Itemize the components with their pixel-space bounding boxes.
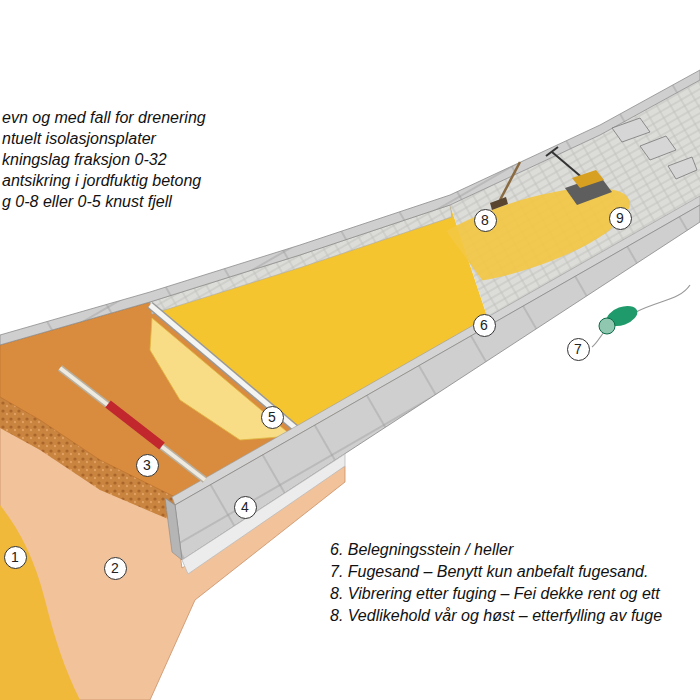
tool-disc xyxy=(599,318,615,334)
callout-number: 9 xyxy=(616,211,624,225)
compactor-grip xyxy=(546,147,558,156)
callout-circle: 9 xyxy=(609,207,632,230)
callout-number: 2 xyxy=(111,561,119,575)
kerb-concrete xyxy=(182,454,345,574)
legend-text: 6. Belegningsstein / heller xyxy=(330,540,513,559)
straightedge-outline xyxy=(60,368,205,480)
callout-circle: 6 xyxy=(473,314,496,337)
callout-circle: 1 xyxy=(4,546,27,569)
callout-number: 3 xyxy=(143,458,151,472)
spirit-level xyxy=(108,404,162,446)
back-kerb xyxy=(0,70,700,345)
callout-circle: 3 xyxy=(136,454,159,477)
callout-number: 6 xyxy=(480,318,488,332)
legend-text: 8. Vibrering etter fuging – Fei dekke re… xyxy=(330,584,660,603)
stone-pallet xyxy=(640,136,676,160)
tool-cord xyxy=(636,285,690,312)
kerb-end xyxy=(165,498,182,560)
paver-row xyxy=(150,205,452,314)
compactor-engine xyxy=(572,170,604,188)
broom-head xyxy=(490,197,508,210)
ground-layer xyxy=(0,505,80,700)
straightedge xyxy=(60,368,205,480)
front-kerb-top xyxy=(172,196,700,505)
callout-circle: 2 xyxy=(104,557,127,580)
tool-cord xyxy=(592,332,604,347)
callout-circle: 7 xyxy=(567,338,590,361)
legend-text: ntuelt isolasjonsplater xyxy=(2,129,156,148)
stone-pallet xyxy=(612,118,650,142)
callout-number: 5 xyxy=(268,410,276,424)
callout-circle: 4 xyxy=(234,496,257,519)
screed-rail xyxy=(150,305,300,432)
callout-number: 7 xyxy=(574,342,582,356)
legend-text: evn og med fall for drenering xyxy=(2,108,206,127)
callout-number: 1 xyxy=(11,550,19,564)
stone-pallet xyxy=(668,157,697,179)
legend-text: kningslag fraksjon 0-32 xyxy=(2,150,167,169)
callout-circle: 5 xyxy=(261,406,284,429)
screed-rail-edge xyxy=(150,305,300,432)
legend-text: 7. Fugesand – Benytt kun anbefalt fugesa… xyxy=(330,562,648,581)
callout-number: 4 xyxy=(241,500,249,514)
callout-number: 8 xyxy=(481,213,489,227)
sand-bed-face xyxy=(150,318,292,440)
front-kerb-face xyxy=(175,205,700,560)
legend-text: antsikring i jordfuktig betong xyxy=(2,171,201,190)
broom-handle xyxy=(500,162,520,200)
legend-text: 8. Vedlikehold vår og høst – etterfyllin… xyxy=(330,606,662,625)
callout-circle: 8 xyxy=(474,209,497,232)
legend-text: g 0-8 eller 0-5 knust fjell xyxy=(2,192,172,211)
